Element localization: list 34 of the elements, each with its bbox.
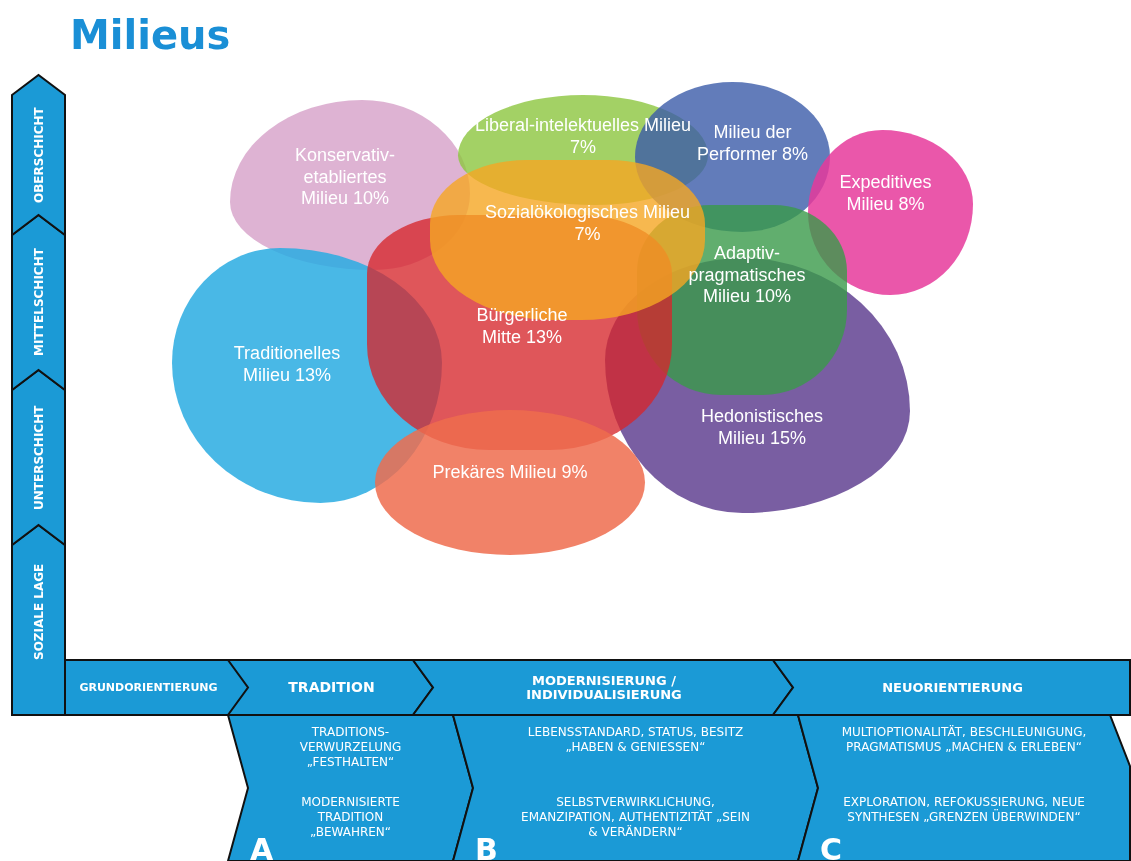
milieu-label: Bürgerliche Mitte 13% xyxy=(475,305,569,349)
milieu-label: Sozialökologisches Milieu 7% xyxy=(483,202,692,246)
orientation-text: MODERNISIERTE TRADITION „BEWAHREN“ xyxy=(300,795,401,840)
orientation-text: TRADITIONS- VERWURZELUNG „FESTHALTEN“ xyxy=(298,725,403,770)
column-heading: GRUNDORIENTIERUNG xyxy=(78,679,219,696)
social-class-band xyxy=(12,75,65,235)
orientation-header-band xyxy=(773,660,1130,715)
column-letter: A xyxy=(250,835,274,861)
orientation-header-band xyxy=(413,660,793,715)
milieu-label: Liberal-intelektuelles Milieu 7% xyxy=(473,115,693,159)
orientation-text: EXPLORATION, REFOKUSSIERUNG, NEUE SYNTHESEN „GRENZEN ÜBERWINDEN“ xyxy=(842,795,1086,825)
orientation-header-band xyxy=(65,660,250,715)
orientation-column-band xyxy=(798,715,1130,861)
milieu-label: Adaptiv- pragmatisches Milieu 10% xyxy=(687,243,807,308)
milieu-label: Traditionelles Milieu 13% xyxy=(232,343,342,387)
column-heading: NEUORIENTIERUNG xyxy=(881,678,1024,697)
social-class-band xyxy=(12,525,65,715)
orientation-text: MULTIOPTIONALITÄT, BESCHLEUNIGUNG, PRAGMATISMUS „MACHEN & ERLEBEN“ xyxy=(840,725,1088,755)
column-heading: TRADITION xyxy=(287,678,376,698)
column-letter: C xyxy=(820,835,843,861)
axis-label: UNTERSCHICHT xyxy=(30,404,47,512)
axis-label: OBERSCHICHT xyxy=(30,106,47,205)
axis-label: MITTELSCHICHT xyxy=(30,247,47,359)
column-heading: MODERNISIERUNG / INDIVIDUALISIERUNG xyxy=(525,671,683,704)
milieu-label: Konservativ- etabliertes Milieu 10% xyxy=(293,145,396,210)
axis-label: SOZIALE LAGE xyxy=(30,562,47,663)
milieu-label: Prekäres Milieu 9% xyxy=(431,462,589,484)
orientation-text: SELBSTVERWIRKLICHUNG, EMANZIPATION, AUTHENTIZITÄT „SEIN & VERÄNDERN“ xyxy=(520,795,751,840)
column-letter: B xyxy=(475,835,498,861)
milieu-label: Hedonistisches Milieu 15% xyxy=(699,406,825,450)
milieu-label: Milieu der Performer 8% xyxy=(695,122,809,166)
orientation-text: LEBENSSTANDARD, STATUS, BESITZ „HABEN & GENIESSEN“ xyxy=(526,725,745,755)
title: Milieus xyxy=(70,12,231,58)
milieu-label: Expeditives Milieu 8% xyxy=(838,172,933,216)
